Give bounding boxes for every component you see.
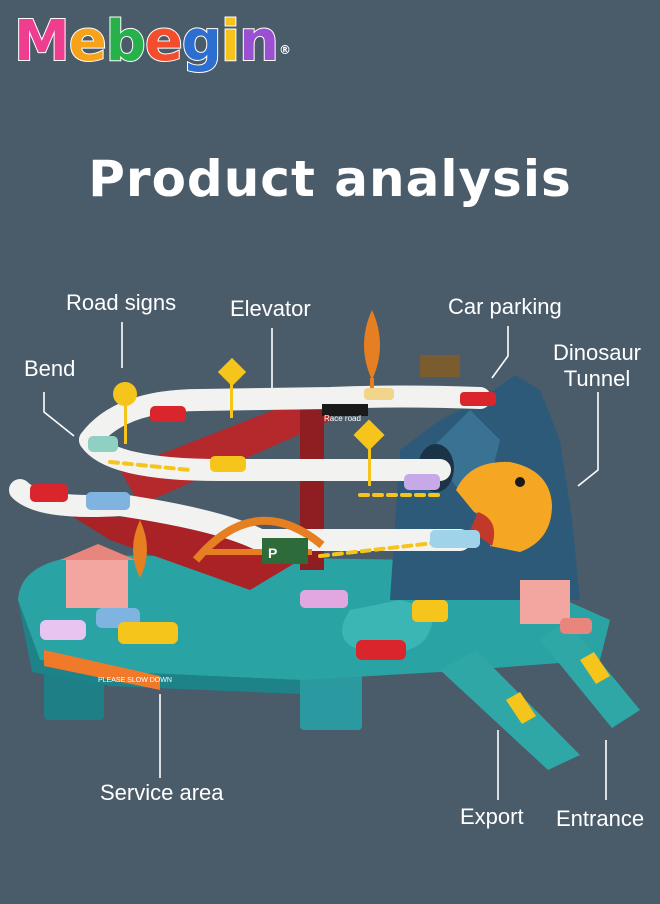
callout-car-parking: Car parking	[448, 294, 562, 319]
exit-ramps	[440, 620, 640, 770]
callout-dinosaur-tunnel: Dinosaur Tunnel	[548, 340, 646, 392]
toy-cars	[30, 388, 592, 660]
callout-dinosaur-line2: Tunnel	[563, 366, 631, 391]
decorative-trees	[133, 310, 380, 578]
brand-logo: Mebegin ®	[13, 6, 291, 78]
page-title: Product analysis	[88, 150, 572, 208]
callout-bend: Bend	[24, 356, 76, 381]
parking-sign: P	[268, 545, 278, 561]
callout-leaders	[43, 322, 607, 800]
brand-letter: b	[105, 8, 147, 75]
race-road-sign: Race road	[324, 414, 361, 423]
brand-letter: M	[13, 8, 71, 75]
callout-entrance: Entrance	[556, 806, 645, 831]
callout-service-area: Service area	[100, 780, 224, 805]
brand-letter: e	[68, 8, 108, 75]
brand-letter: e	[144, 8, 184, 75]
brand-letter: n	[238, 8, 280, 75]
registered-mark: ®	[278, 43, 291, 57]
brand-letter: i	[220, 8, 241, 75]
dinosaur-head	[456, 461, 552, 552]
callout-elevator: Elevator	[230, 296, 311, 321]
callout-export: Export	[460, 804, 524, 829]
service-area-building	[60, 544, 570, 624]
brand-letter: g	[181, 8, 223, 75]
slow-down-sign: PLEASE SLOW DOWN	[98, 677, 172, 684]
callout-dinosaur-line1: Dinosaur	[552, 340, 642, 365]
callout-road-signs: Road signs	[66, 290, 177, 315]
